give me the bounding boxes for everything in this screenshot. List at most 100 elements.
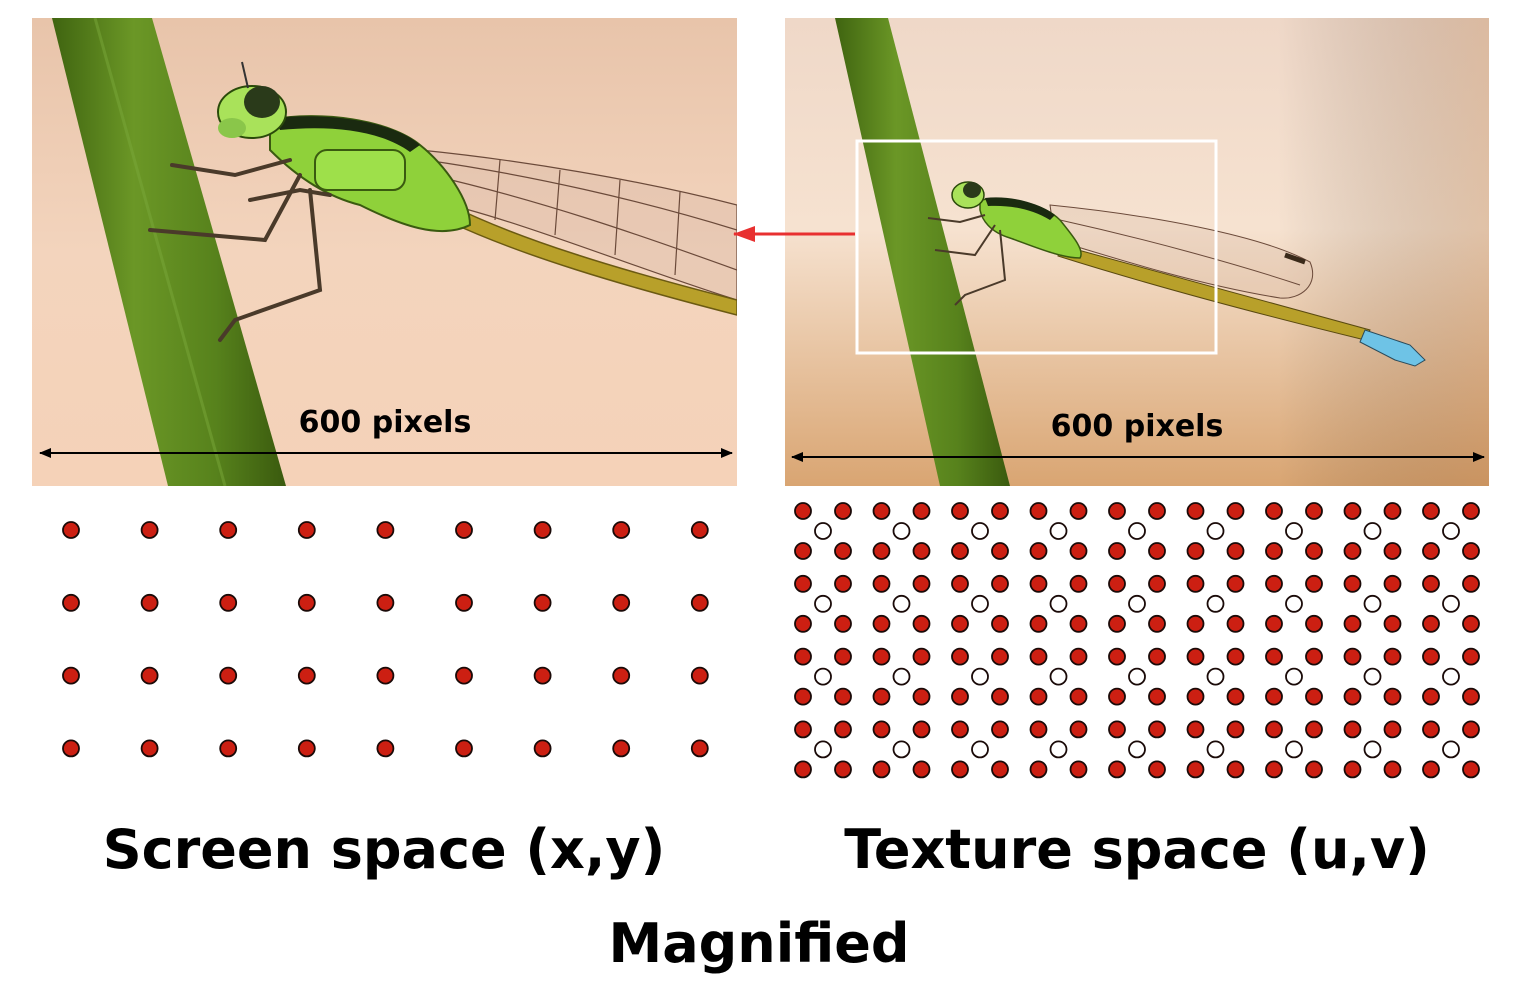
- texture-sample-dot: [1186, 720, 1205, 739]
- texture-sample-dot: [1029, 760, 1048, 779]
- texture-sample-dot-unused: [1049, 594, 1068, 613]
- texture-sample-dot: [872, 614, 891, 633]
- texture-sample-dot: [1226, 760, 1245, 779]
- damselfly-head: [217, 61, 287, 139]
- texture-sample-dot: [794, 687, 812, 706]
- texture-sample-dot: [1148, 647, 1166, 666]
- texture-sample-dot: [834, 687, 852, 706]
- screen-sample-dot: [297, 666, 316, 685]
- texture-sample-dot: [1148, 542, 1166, 560]
- texture-sample-dot-unused: [814, 740, 832, 759]
- screen-sample-dot: [62, 739, 80, 758]
- texture-sample-dot: [912, 720, 931, 739]
- screen-sample-dot: [612, 593, 631, 612]
- screen-sample-dot: [297, 521, 316, 539]
- texture-sample-dot: [1343, 687, 1362, 706]
- texture-sample-dot: [951, 614, 969, 633]
- texture-sample-dot: [1148, 687, 1166, 706]
- texture-sample-dot: [1305, 614, 1323, 633]
- texture-sample-dot: [794, 502, 812, 520]
- texture-sample-dot: [1383, 720, 1402, 739]
- texture-sample-dot-unused: [1363, 740, 1382, 759]
- texture-sample-dot: [834, 542, 852, 560]
- texture-sample-dot-unused: [1363, 594, 1382, 613]
- texture-sample-dot-unused: [971, 667, 989, 686]
- screen-sample-dot: [140, 521, 159, 539]
- texture-sample-dot-unused: [1442, 594, 1460, 613]
- texture-sample-dot: [1226, 542, 1245, 560]
- damselfly-tail-blue: [1359, 329, 1426, 367]
- texture-sample-dot: [794, 720, 812, 739]
- screen-sample-dot: [219, 666, 238, 685]
- texture-sample-dot: [991, 720, 1009, 739]
- screen-sample-dot: [533, 666, 552, 685]
- texture-sample-dot: [1029, 720, 1048, 739]
- screen-sample-dot: [612, 739, 631, 758]
- texture-sample-dot: [794, 760, 812, 779]
- texture-sample-dot: [1305, 760, 1323, 779]
- texture-sample-dot: [912, 574, 931, 593]
- texture-sample-dot: [1108, 760, 1126, 779]
- texture-sample-dot: [1186, 574, 1205, 593]
- screen-sample-dot: [612, 666, 631, 685]
- texture-sample-dot: [794, 614, 812, 633]
- texture-sample-dot: [1108, 574, 1126, 593]
- texture-sample-dot: [951, 542, 969, 560]
- plant-stem-small: [835, 18, 1010, 486]
- screen-sample-dot: [62, 593, 80, 612]
- texture-sample-dot: [1029, 687, 1048, 706]
- texture-sample-dot: [1305, 687, 1323, 706]
- texture-sample-dot: [1108, 502, 1126, 520]
- texture-sample-dot: [1069, 720, 1088, 739]
- screen-sample-dot: [219, 739, 238, 758]
- texture-sample-dot: [834, 720, 852, 739]
- texture-space-photo: 600 pixels: [785, 18, 1489, 486]
- texture-sample-dot: [1029, 502, 1048, 520]
- damselfly-legs: [148, 158, 332, 342]
- texture-sample-dot-unused: [892, 667, 911, 686]
- texture-sample-dot: [1265, 574, 1283, 593]
- texture-sample-dot: [1069, 542, 1088, 560]
- screen-sample-dot: [62, 666, 80, 685]
- texture-sample-dot: [794, 647, 812, 666]
- texture-sample-dot: [1305, 720, 1323, 739]
- plant-stem: [52, 18, 286, 486]
- texture-sample-dot: [1148, 502, 1166, 520]
- texture-sample-dot: [1305, 502, 1323, 520]
- texture-sample-dot: [912, 614, 931, 633]
- texture-sample-dot: [1343, 614, 1362, 633]
- screen-sample-dot: [140, 593, 159, 612]
- texture-sample-dot: [912, 647, 931, 666]
- texture-sample-dot-unused: [1363, 522, 1382, 540]
- texture-sample-dot: [1069, 760, 1088, 779]
- texture-sample-dot: [1462, 760, 1480, 779]
- texture-sample-dot: [794, 542, 812, 560]
- screen-sample-dot: [690, 666, 709, 685]
- texture-sample-dot-unused: [1206, 594, 1225, 613]
- texture-sample-dot: [1108, 542, 1126, 560]
- texture-sample-dot: [1462, 502, 1480, 520]
- screen-sample-dot: [690, 593, 709, 612]
- width-label-left: 600 pixels: [299, 405, 472, 440]
- texture-sample-dot-unused: [1128, 667, 1146, 686]
- texture-sample-dot-unused: [1363, 667, 1382, 686]
- texture-sample-dot: [991, 647, 1009, 666]
- texture-sample-dot-unused: [814, 522, 832, 540]
- texture-sample-dot: [1383, 760, 1402, 779]
- texture-sample-dot-unused: [1442, 667, 1460, 686]
- texture-sample-dot: [1226, 647, 1245, 666]
- texture-sample-dot: [1265, 614, 1283, 633]
- texture-sample-dot: [1069, 574, 1088, 593]
- screen-sample-dot: [140, 666, 159, 685]
- texture-sample-dot: [1186, 614, 1205, 633]
- texture-sample-dot: [951, 502, 969, 520]
- texture-sample-dot: [1383, 647, 1402, 666]
- texture-sample-dot: [1422, 720, 1440, 739]
- texture-sample-dot-unused: [1206, 522, 1225, 540]
- texture-sample-dot: [872, 760, 891, 779]
- texture-sample-dot: [1265, 687, 1283, 706]
- texture-sample-dot-unused: [1206, 667, 1225, 686]
- texture-sample-dot-unused: [1285, 667, 1303, 686]
- texture-sample-dot: [872, 542, 891, 560]
- screen-sample-dot: [219, 521, 238, 539]
